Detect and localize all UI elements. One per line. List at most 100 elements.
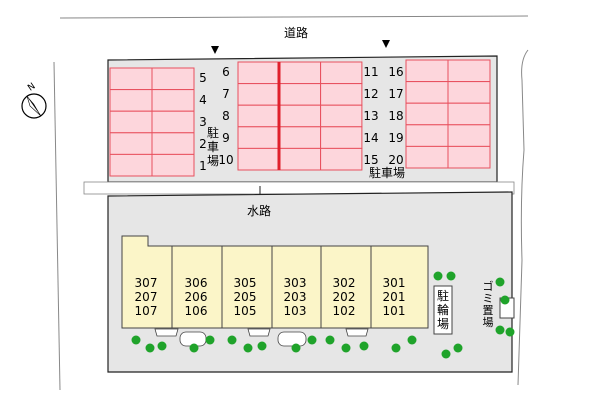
- parking-right-stall: [447, 124, 491, 147]
- parking-right-stall: [405, 124, 449, 147]
- parking-middle-stall: [237, 126, 280, 149]
- unit-number: 305: [233, 276, 257, 290]
- tree-icon: [157, 341, 167, 351]
- unit-number: 301: [382, 276, 406, 290]
- unit-number: 203: [283, 290, 307, 304]
- entrance-steps: [154, 328, 369, 347]
- parking-number: 10: [218, 153, 234, 167]
- parking-number: 12: [363, 87, 379, 101]
- parking-right-stall: [405, 59, 449, 83]
- unit-dividers: [171, 246, 372, 328]
- parking-right-stall: [405, 81, 449, 104]
- tree-icon: [495, 325, 505, 335]
- unit-number: 206: [184, 290, 208, 304]
- tree-icon: [189, 343, 199, 353]
- road-edge-right: [521, 49, 529, 151]
- tree-icon: [131, 335, 141, 345]
- unit-number: 102: [332, 304, 356, 318]
- parking-middle-stall: [278, 126, 322, 149]
- parking-number: 16: [388, 65, 404, 79]
- tree-icon: [495, 277, 505, 287]
- tree-icon: [325, 335, 335, 345]
- parking-middle-stall: [320, 126, 363, 149]
- parking-block-left: [109, 67, 195, 177]
- tree-icon: [505, 327, 515, 337]
- bicycle-parking-label: 駐輪場: [436, 289, 449, 331]
- parking-number: 5: [199, 71, 207, 85]
- unit-number: 303: [283, 276, 307, 290]
- parking-number: 14: [363, 131, 379, 145]
- left-boundary: [53, 61, 61, 391]
- parking-number: 2: [199, 137, 207, 151]
- tree-icon: [145, 343, 155, 353]
- garbage-station-label: ゴミ置場: [482, 280, 494, 329]
- parking-number: 17: [388, 87, 404, 101]
- parking-left-stall: [109, 132, 153, 155]
- tree-icon: [205, 335, 215, 345]
- parking-number: 18: [388, 109, 404, 123]
- parking-middle-stall: [320, 147, 363, 171]
- unit-number: 307: [134, 276, 158, 290]
- parking-left-stall: [151, 67, 195, 91]
- parking-left-stall: [151, 132, 195, 155]
- parking-right-stall: [447, 81, 491, 104]
- shrubbery: [131, 271, 515, 359]
- parking-middle-stall: [278, 147, 322, 171]
- tree-icon: [307, 335, 317, 345]
- parking-middle-stall: [237, 83, 280, 106]
- parking-middle-stall: [237, 147, 280, 171]
- parking-number: 20: [388, 153, 404, 167]
- tree-icon: [243, 343, 253, 353]
- parking-middle-stall: [278, 83, 322, 106]
- unit-number: 207: [134, 290, 158, 304]
- tree-icon: [257, 341, 267, 351]
- parking-label-right: 駐車場: [368, 166, 405, 180]
- parking-number: 6: [222, 65, 230, 79]
- road-label: 道路: [284, 25, 308, 40]
- parking-middle-stall: [320, 61, 363, 85]
- parking-right-stall: [447, 145, 491, 169]
- parking-middle-stall: [278, 104, 322, 128]
- tree-icon: [359, 341, 369, 351]
- parking-middle-stall: [320, 83, 363, 106]
- parking-number: 15: [363, 153, 379, 167]
- parking-left-stall: [151, 89, 195, 112]
- waterway-label: 水路: [247, 203, 271, 218]
- parking-number: 1: [199, 159, 207, 173]
- parking-number: 13: [363, 109, 379, 123]
- tree-icon: [341, 343, 351, 353]
- compass-label: N: [26, 82, 37, 94]
- parking-number: 19: [388, 131, 404, 145]
- north-compass: [21, 93, 47, 119]
- unit-number: 106: [184, 304, 208, 318]
- unit-number: 101: [382, 304, 406, 318]
- entrance-arrow-left: [211, 46, 219, 54]
- unit-number: 103: [283, 304, 307, 318]
- road-edge: [59, 15, 529, 19]
- tree-icon: [291, 343, 301, 353]
- parking-number: 4: [199, 93, 207, 107]
- parking-number: 7: [222, 87, 230, 101]
- parking-middle-stall: [278, 61, 322, 85]
- parking-middle-stall: [237, 104, 280, 128]
- parking-left-stall: [109, 89, 153, 112]
- road-edge-right-lower: [517, 149, 525, 386]
- unit-number: 201: [382, 290, 406, 304]
- tree-icon: [391, 343, 401, 353]
- parking-block-middle: [237, 61, 363, 171]
- parking-right-stall: [405, 145, 449, 169]
- parking-left-stall: [109, 110, 153, 134]
- parking-number: 8: [222, 109, 230, 123]
- parking-number: 11: [363, 65, 379, 79]
- parking-right-stall: [447, 59, 491, 83]
- apartment-building: [121, 235, 429, 329]
- unit-number: 205: [233, 290, 257, 304]
- parking-right-stall: [447, 102, 491, 126]
- parking-left-stall: [151, 153, 195, 177]
- parking-block-right: [405, 59, 491, 169]
- parking-number: 9: [222, 131, 230, 145]
